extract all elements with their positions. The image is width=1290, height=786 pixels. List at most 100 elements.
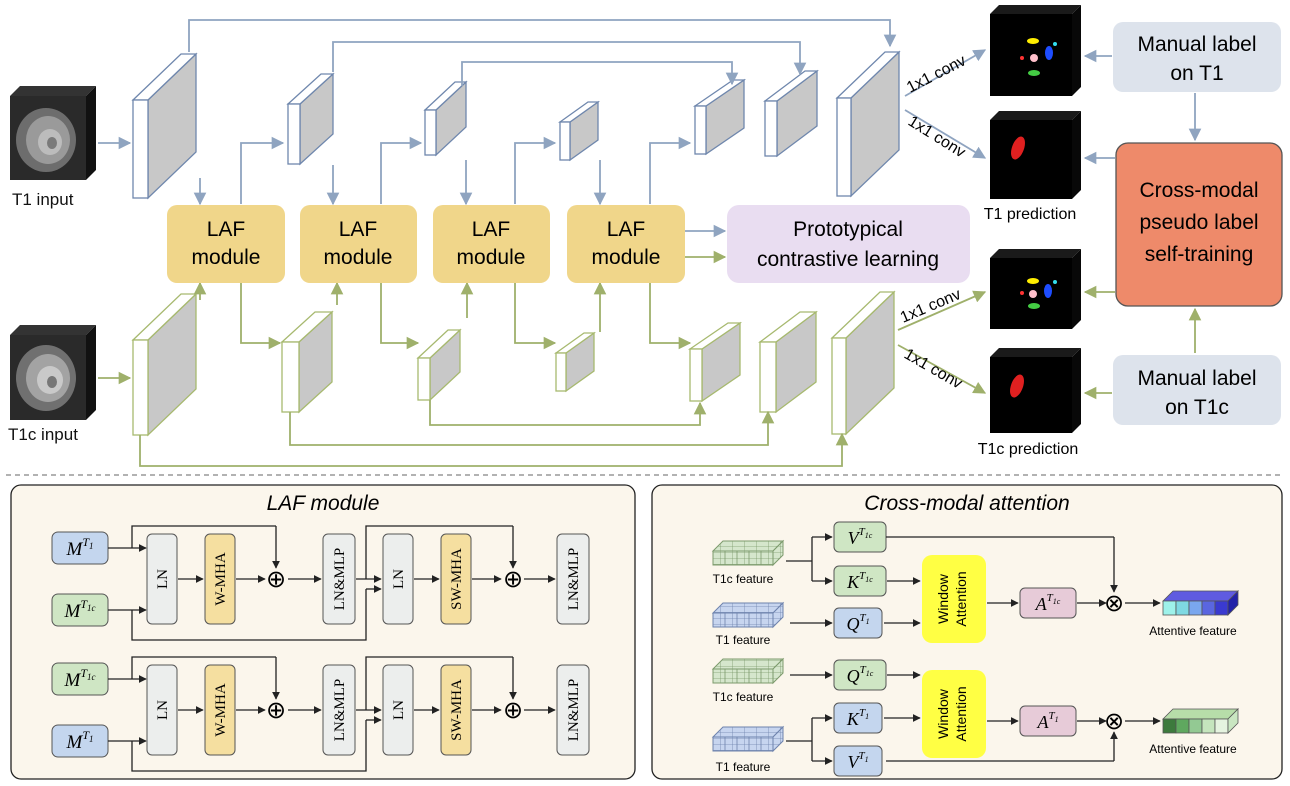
manual-label-t1c-box: Manual label on T1c: [1113, 355, 1281, 425]
multiply-icon: ⊗: [1104, 708, 1124, 735]
svg-text:SW-MHA: SW-MHA: [449, 679, 465, 741]
t1c-input-image: [10, 325, 96, 420]
t1-feature-block-5: [692, 78, 747, 156]
ln-mlp-box-1: LN&MLP: [322, 533, 356, 625]
svg-text:on T1: on T1: [1170, 62, 1223, 85]
svg-text:self-training: self-training: [1145, 243, 1254, 266]
svg-text:module: module: [457, 246, 526, 269]
svg-text:LAF: LAF: [339, 218, 378, 241]
w-mha-box: W-MHA: [204, 664, 236, 756]
cross-modal-self-training-box: Cross-modal pseudo label self-training: [1115, 142, 1283, 307]
svg-text:Cross-modal: Cross-modal: [1139, 179, 1258, 202]
svg-text:Manual label: Manual label: [1137, 367, 1256, 390]
svg-text:MT1: MT1: [65, 535, 93, 560]
attentive-feature-block: [1162, 708, 1239, 734]
svg-text:contrastive learning: contrastive learning: [757, 248, 939, 271]
t1c-feature-grid: [711, 657, 785, 685]
svg-text:Window: Window: [935, 688, 951, 739]
ln-box-2: LN: [382, 664, 414, 756]
t1c-feature-grid: [711, 539, 785, 567]
t1c-input-label: T1c input: [8, 425, 78, 444]
right-side-green-arrows: [1083, 285, 1202, 400]
svg-text:on T1c: on T1c: [1165, 396, 1229, 419]
svg-text:module: module: [592, 246, 661, 269]
ln-box-2: LN: [382, 533, 414, 625]
svg-text:LN: LN: [391, 700, 407, 720]
key-box: KT1c: [833, 565, 887, 597]
t1-feature-block-4: [557, 100, 601, 162]
t1c-binary-prediction: [990, 348, 1081, 433]
prototypical-contrastive-box: Prototypical contrastive learning: [727, 205, 970, 283]
svg-text:SW-MHA: SW-MHA: [449, 548, 465, 610]
svg-text:QT1: QT1: [846, 612, 869, 634]
t1c-multiclass-prediction: [990, 249, 1081, 329]
svg-text:KT1: KT1: [846, 707, 869, 729]
svg-text:AT1: AT1: [1036, 710, 1058, 732]
ln-mlp-box-1: LN&MLP: [322, 664, 356, 756]
t1c-conv-arrows: [897, 290, 987, 394]
svg-text:Attentive feature: Attentive feature: [1149, 624, 1237, 638]
svg-text:module: module: [192, 246, 261, 269]
svg-text:T1c feature: T1c feature: [713, 572, 774, 586]
svg-text:Manual label: Manual label: [1137, 33, 1256, 56]
t1-feature-grid: [711, 725, 785, 753]
t1-input-image: [10, 86, 96, 180]
sw-mha-box: SW-MHA: [440, 533, 472, 625]
laf-module-2: LAF module: [300, 205, 417, 283]
t1-feature-block-1: [131, 52, 198, 200]
svg-text:LAF: LAF: [472, 218, 511, 241]
svg-text:VT1: VT1: [847, 750, 868, 772]
laf-input-bottom: MT1c: [51, 593, 109, 627]
key-box: KT1: [833, 702, 883, 734]
laf-input-bottom: MT1: [51, 724, 109, 758]
svg-text:LN&MLP: LN&MLP: [566, 679, 582, 742]
manual-label-t1-box: Manual label on T1: [1113, 22, 1281, 92]
laf-input-top: MT1c: [51, 662, 109, 696]
t1c-feature-block-7: [830, 290, 896, 436]
value-box: VT1c: [833, 521, 887, 553]
svg-text:MT1: MT1: [65, 728, 93, 753]
svg-text:LN&MLP: LN&MLP: [332, 679, 348, 742]
svg-text:T1 feature: T1 feature: [716, 760, 771, 774]
t1-multiclass-prediction: [990, 5, 1081, 96]
t1-stream-arrows: [98, 19, 897, 238]
t1-feature-grid: [711, 601, 785, 629]
svg-text:MT1c: MT1c: [63, 666, 95, 691]
query-box: QT1: [833, 607, 883, 639]
add-icon: ⊕: [503, 697, 523, 724]
svg-text:module: module: [324, 246, 393, 269]
attention-panel-title: Cross-modal attention: [864, 492, 1069, 515]
attention-map-box: AT1: [1019, 705, 1077, 737]
t1-feature-block-6: [763, 69, 819, 158]
svg-text:LAF: LAF: [607, 218, 646, 241]
svg-text:LAF: LAF: [207, 218, 246, 241]
svg-text:Attention: Attention: [953, 571, 969, 626]
svg-text:LN&MLP: LN&MLP: [566, 548, 582, 611]
right-side-blue-arrows: [1083, 49, 1202, 165]
t1c-feature-block-2: [280, 310, 334, 414]
t1-feature-blocks: [131, 50, 901, 200]
t1c-feature-blocks: [131, 290, 896, 437]
t1c-feature-block-5: [687, 321, 743, 403]
svg-text:Prototypical: Prototypical: [793, 218, 903, 241]
t1-feature-block-3: [423, 80, 468, 157]
svg-text:VT1c: VT1c: [848, 526, 873, 548]
t1c-feature-block-6: [758, 310, 818, 414]
conv-label-1: 1x1 conv: [904, 52, 969, 96]
laf-input-top: MT1: [51, 531, 109, 565]
add-icon: ⊕: [266, 566, 286, 593]
laf-module-1: LAF module: [167, 205, 285, 283]
svg-text:MT1c: MT1c: [63, 597, 95, 622]
query-box: QT1c: [833, 659, 887, 691]
laf-module-3: LAF module: [433, 205, 550, 283]
w-mha-box: W-MHA: [204, 533, 236, 625]
svg-text:T1c feature: T1c feature: [713, 690, 774, 704]
ln-mlp-box-2: LN&MLP: [556, 664, 590, 756]
